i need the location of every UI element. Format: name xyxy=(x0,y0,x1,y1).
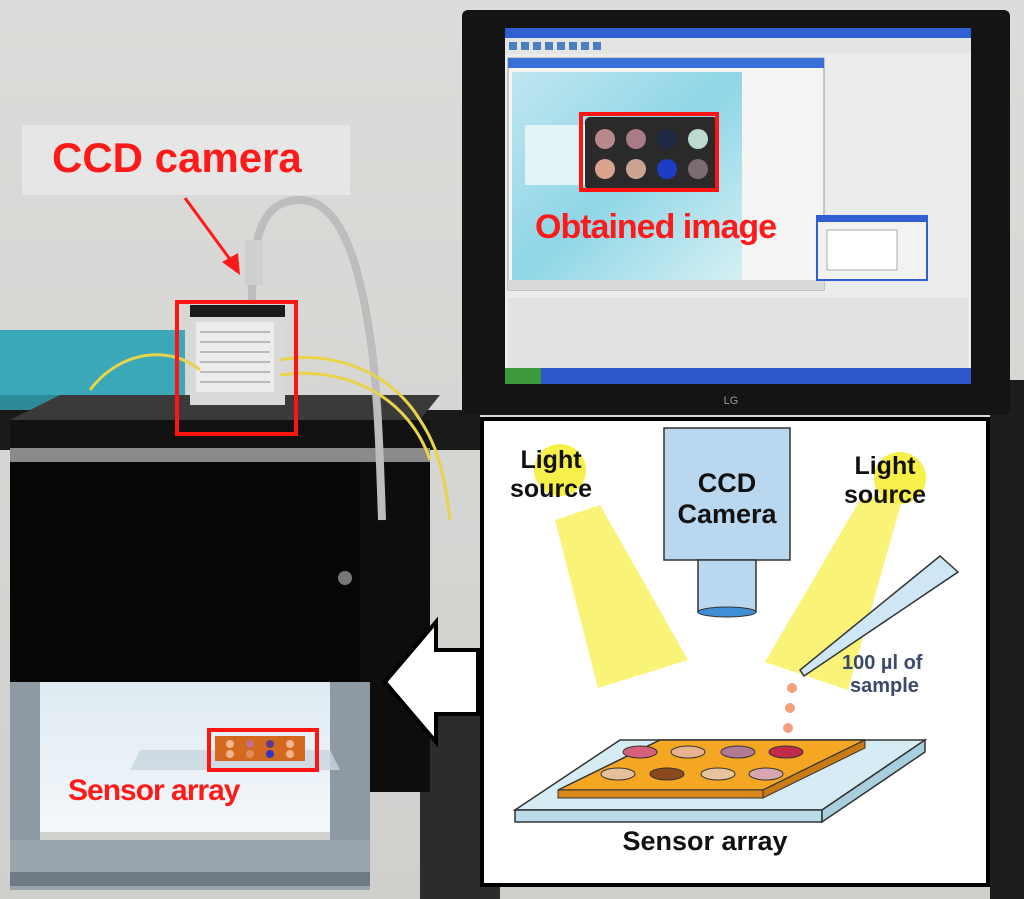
sample-drop xyxy=(783,723,793,733)
sensor-array-highlight-box xyxy=(207,728,319,772)
pipette-icon xyxy=(798,555,960,678)
light-source-right-icon xyxy=(874,452,926,504)
light-source-left-icon xyxy=(534,444,586,496)
camera-highlight-box xyxy=(175,300,298,436)
camera-body-icon xyxy=(663,427,791,561)
obtained-image-highlight-box xyxy=(579,112,719,192)
sample-label: 100 µl of sample xyxy=(842,652,923,697)
light-source-left-label: Light source xyxy=(510,446,592,503)
sample-drop xyxy=(785,703,795,713)
sensor-array-photo-label: Sensor array xyxy=(68,774,240,807)
ccd-camera-diagram-label: CCD Camera xyxy=(677,468,777,530)
sensor-array-diagram-label: Sensor array xyxy=(622,826,788,856)
obtained-image-label: Obtained image xyxy=(535,208,777,246)
ccd-camera-label: CCD camera xyxy=(52,134,302,181)
camera-lens-icon xyxy=(697,559,757,613)
light-source-right-label: Light source xyxy=(844,452,926,509)
monitor-brand: LG xyxy=(724,395,739,407)
ccd-camera-label-backdrop xyxy=(22,125,350,195)
sample-drop xyxy=(787,683,797,693)
